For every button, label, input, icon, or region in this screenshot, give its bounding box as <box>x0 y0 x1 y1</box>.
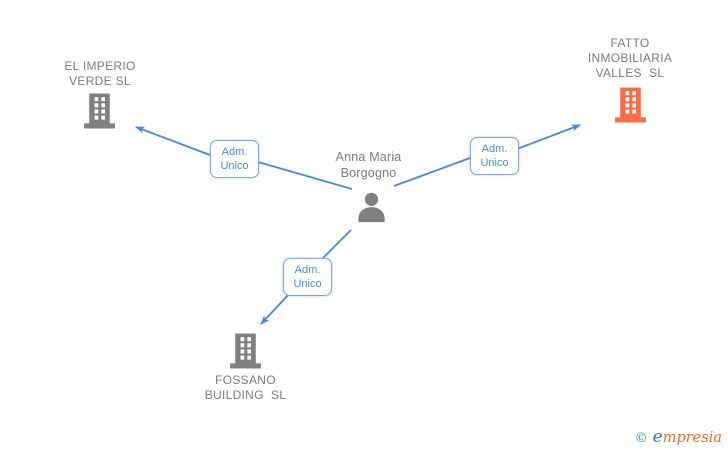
company-name-line: VALLES SL <box>595 66 665 80</box>
company-name-line: FOSSANO <box>215 373 276 387</box>
company-node-el-imperio-verde[interactable]: EL IMPERIO VERDE SL <box>28 59 172 89</box>
building-icon[interactable] <box>612 85 649 130</box>
edge-label-line: Unico <box>480 157 509 169</box>
edge-label-adm-unico: Adm. Unico <box>210 140 259 178</box>
company-name-line: FATTO <box>610 36 650 50</box>
brand-name: mpresia <box>662 430 722 446</box>
edge-label-line: Adm. <box>221 146 248 158</box>
edge-label-adm-unico: Adm. Unico <box>283 258 332 296</box>
edge-person-elimperio-segment <box>257 161 353 190</box>
brand-initial: e <box>652 427 663 447</box>
company-node-fatto-inmobiliaria-valles[interactable]: FATTO INMOBILIARIA VALLES SL <box>558 36 702 81</box>
edge-person-fatto-segment <box>393 157 471 187</box>
edge-person-elimperio-arrow <box>134 126 211 156</box>
company-node-fossano-building[interactable]: FOSSANO BUILDING SL <box>173 373 318 403</box>
copyright-icon: © <box>634 431 648 446</box>
building-icon[interactable] <box>81 91 118 136</box>
company-name-line: BUILDING SL <box>204 388 287 402</box>
person-name-line: Anna Maria <box>335 150 402 164</box>
person-node-anna-maria-borgogno[interactable]: Anna Maria Borgogno <box>296 149 441 181</box>
empresia-logo: © empresia <box>635 427 722 447</box>
edge-label-line: Adm. <box>294 264 321 276</box>
edge-label-adm-unico: Adm. Unico <box>470 137 519 175</box>
company-name-line: INMOBILIARIA <box>587 51 673 65</box>
company-name-line: VERDE SL <box>69 74 131 88</box>
edge-label-line: Adm. <box>481 143 508 155</box>
company-name-line: EL IMPERIO <box>64 59 136 73</box>
building-icon[interactable] <box>227 331 264 376</box>
person-name-line: Borgogno <box>340 166 397 180</box>
edge-label-line: Unico <box>293 278 322 290</box>
edge-person-fossano-segment <box>322 229 352 259</box>
edge-person-fossano-arrow <box>260 293 290 325</box>
edge-person-fatto-arrow <box>516 124 582 150</box>
person-icon[interactable] <box>354 190 389 230</box>
edge-label-line: Unico <box>220 160 249 172</box>
